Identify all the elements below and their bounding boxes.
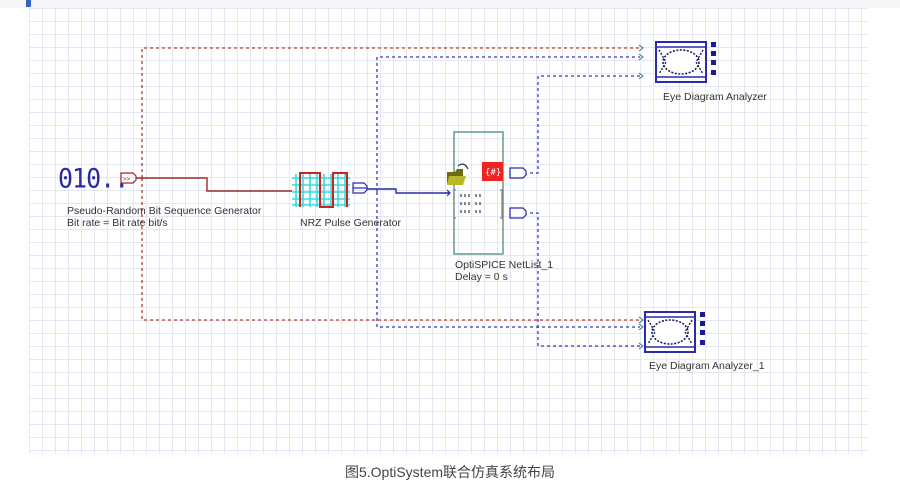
svg-text:>>: >> bbox=[123, 177, 131, 183]
open-folder-icon bbox=[447, 163, 469, 185]
nrz-name-label: NRZ Pulse Generator bbox=[300, 217, 401, 229]
prbs-output-port-icon: >> bbox=[120, 172, 137, 184]
wire-prbs-reference[interactable] bbox=[141, 47, 640, 321]
eye-diagram-analyzer-icon[interactable] bbox=[638, 41, 716, 83]
netlist-chip-icon: {#} bbox=[482, 162, 503, 181]
figure-caption: 图5.OptiSystem联合仿真系统布局 bbox=[344, 464, 556, 480]
eye-analyzer-name-label: Eye Diagram Analyzer bbox=[663, 91, 767, 103]
wire-prbs-to-nrz[interactable] bbox=[136, 177, 292, 192]
optispice-name-label: OptiSPICE NetList_1 bbox=[455, 259, 554, 271]
page-top-bar bbox=[0, 0, 900, 8]
nrz-pulse-icon[interactable] bbox=[292, 172, 350, 208]
wire-optispice-outputs[interactable] bbox=[530, 75, 640, 347]
wire-nrz-reference[interactable] bbox=[376, 56, 640, 328]
layout-canvas-grid bbox=[29, 8, 868, 454]
matrix-icon bbox=[453, 189, 503, 219]
prbs-bitrate-label: Bit rate = Bit rate bit/s bbox=[67, 217, 168, 229]
eye-analyzer-1-name-label: Eye Diagram Analyzer_1 bbox=[649, 360, 765, 372]
section-accent-marker bbox=[26, 0, 31, 7]
nrz-output-port-icon bbox=[352, 182, 368, 194]
wire-nrz-to-optispice[interactable] bbox=[367, 188, 450, 194]
prbs-generator-icon[interactable]: 010.. bbox=[58, 163, 129, 194]
optispice-block[interactable]: {#} bbox=[445, 131, 527, 255]
prbs-name-label: Pseudo-Random Bit Sequence Generator bbox=[67, 205, 262, 217]
eye-diagram-analyzer-1-icon[interactable] bbox=[638, 311, 705, 353]
svg-text:{#}: {#} bbox=[485, 168, 501, 178]
optispice-output-port-icon bbox=[509, 167, 527, 219]
optispice-delay-label: Delay = 0 s bbox=[455, 271, 508, 283]
